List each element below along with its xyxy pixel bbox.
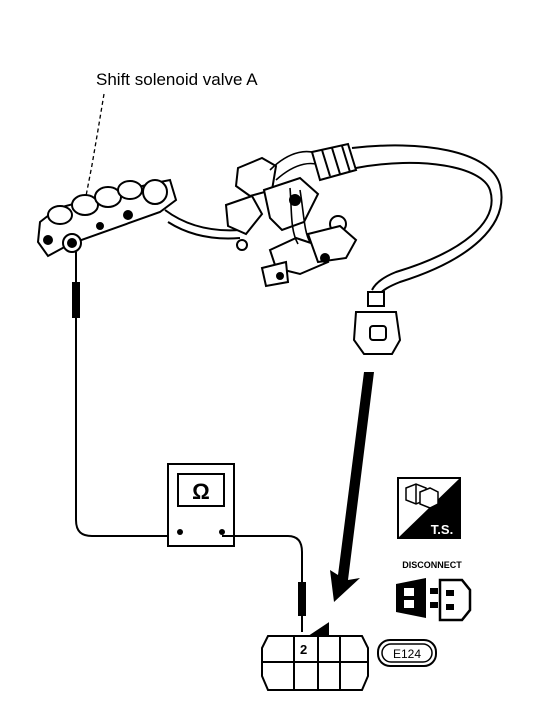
ohm-symbol: Ω — [192, 479, 210, 504]
connector-code-badge — [377, 639, 437, 667]
disconnect-label: DISCONNECT — [402, 560, 462, 570]
indicator-arrow — [330, 372, 374, 602]
ts-badge — [397, 477, 461, 539]
disconnect-icon — [396, 578, 472, 622]
meter-terminal-left — [177, 529, 183, 535]
ohmmeter — [167, 463, 235, 547]
test-lead-right — [222, 535, 303, 632]
solenoid-label: Shift solenoid valve A — [96, 70, 258, 89]
solenoid-valve-assembly — [36, 178, 178, 258]
harness-connector — [352, 291, 402, 355]
long-harness — [351, 144, 503, 297]
test-lead-left — [75, 252, 176, 537]
terminal-number: 2 — [300, 642, 307, 657]
ts-badge-text: T.S. — [431, 522, 453, 537]
meter-terminal-right — [219, 529, 225, 535]
central-connectors — [224, 156, 358, 288]
probe-right — [298, 582, 306, 616]
toolbox-icon — [405, 483, 439, 509]
harness-cable — [164, 209, 241, 240]
connector-face — [261, 622, 369, 691]
harness-grommet — [310, 142, 358, 182]
connector-code: E124 — [393, 647, 421, 661]
probe-left — [72, 282, 80, 318]
label-leader-line — [85, 93, 105, 197]
